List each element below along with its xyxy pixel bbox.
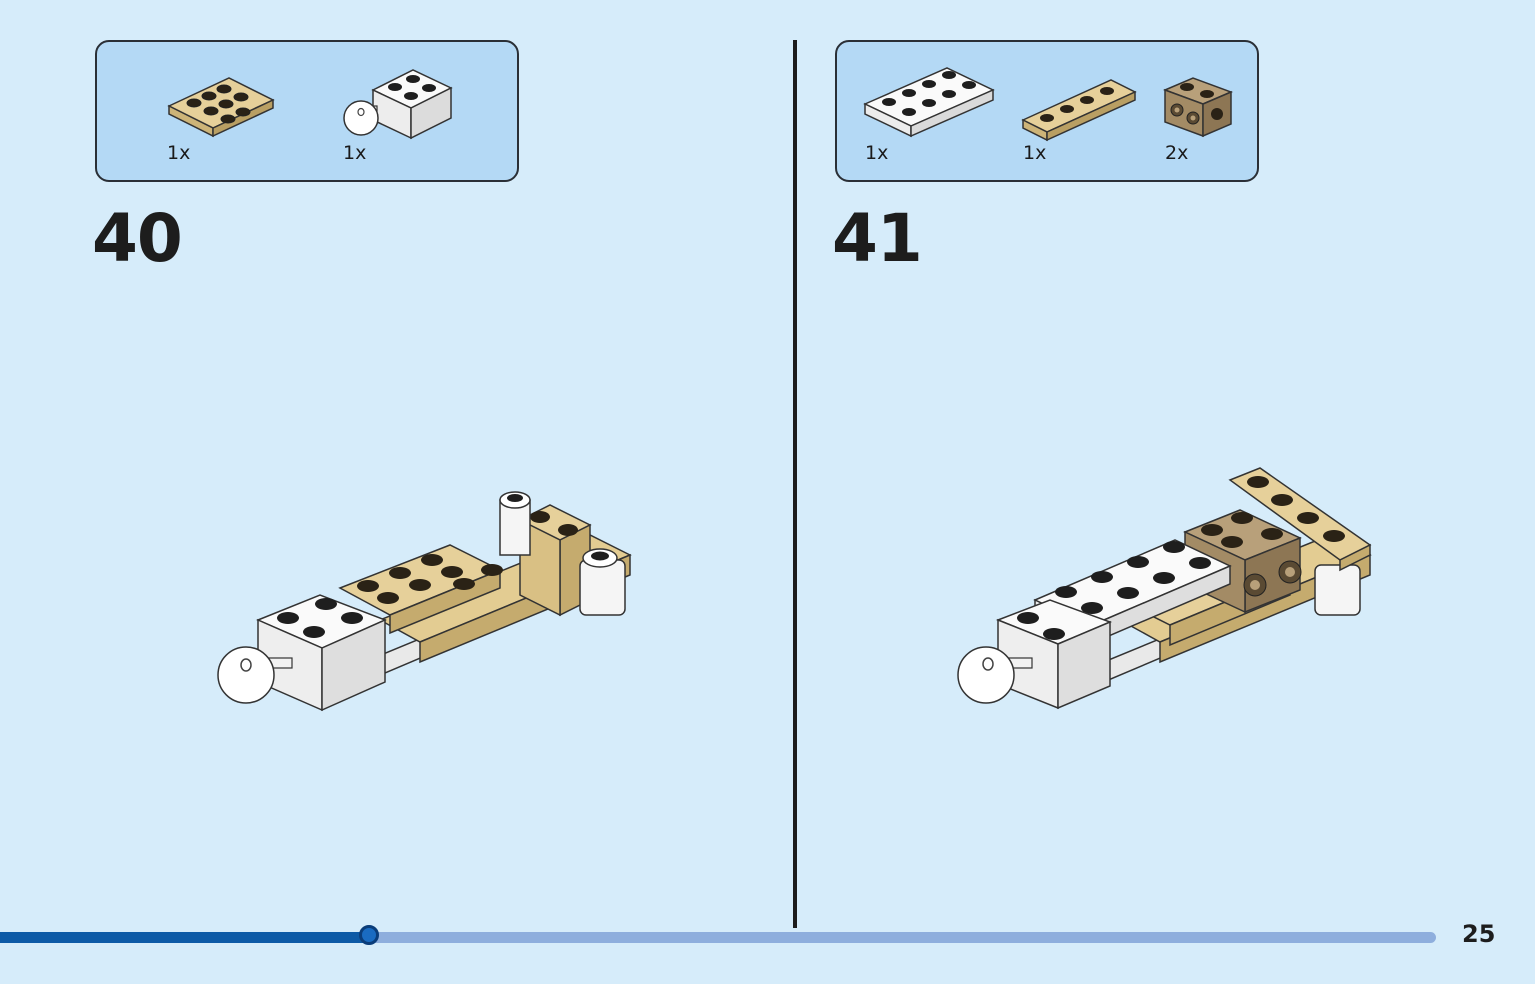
step-number: 41 bbox=[832, 200, 923, 277]
progress-track bbox=[0, 932, 1436, 943]
part-qty: 1x bbox=[865, 142, 889, 164]
progress-fill bbox=[0, 932, 369, 943]
tan-plate-1x4-icon bbox=[1021, 79, 1137, 142]
part-qty: 1x bbox=[1023, 142, 1047, 164]
page-number: 25 bbox=[1462, 920, 1496, 948]
assembly-model-step-40 bbox=[217, 491, 632, 712]
tan-plate-2x4-icon bbox=[167, 77, 275, 138]
part-qty: 2x bbox=[1165, 142, 1189, 164]
white-plate-2x4-icon bbox=[863, 67, 995, 138]
dark-tan-brick-with-studs-icon bbox=[1163, 77, 1234, 138]
page-divider bbox=[793, 40, 797, 928]
progress-indicator bbox=[359, 925, 379, 945]
assembly-model-step-41 bbox=[957, 467, 1372, 710]
part-qty: 1x bbox=[343, 142, 367, 164]
step-number: 40 bbox=[92, 200, 183, 277]
part-qty: 1x bbox=[167, 142, 191, 164]
parts-list-step-40: 1x 1x bbox=[95, 40, 519, 182]
white-brick-with-ball-joint-icon bbox=[343, 69, 453, 140]
parts-list-step-41: 1x 1x 2x bbox=[835, 40, 1259, 182]
